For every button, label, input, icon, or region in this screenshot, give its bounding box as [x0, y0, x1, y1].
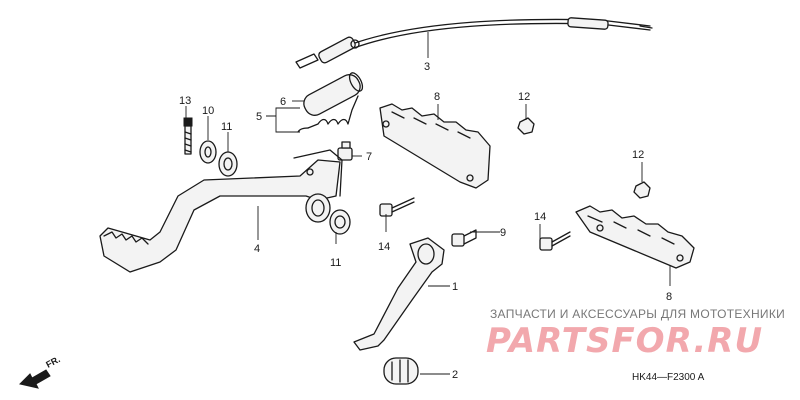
arrow-down-left-icon	[19, 369, 51, 389]
callout-8-upper: 8	[434, 91, 440, 103]
shift-pedal-part	[353, 237, 445, 351]
callout-labels: 3 6 5 7 8 12 12 13 10 11 4 11 14 9 14 1 …	[179, 61, 672, 381]
nut-12-upper-part	[517, 117, 535, 135]
brake-pedal-part	[99, 149, 343, 273]
callout-11-upper: 11	[221, 121, 232, 133]
brake-cable-part	[295, 17, 653, 69]
callout-3: 3	[424, 61, 430, 73]
seal-11-lower-part	[329, 209, 351, 235]
callout-6: 6	[280, 96, 286, 108]
watermark: ЗАПЧАСТИ И АКСЕССУАРЫ ДЛЯ МОТОТЕХНИКИ PA…	[486, 307, 785, 361]
washer-10-part	[199, 140, 217, 164]
pivot-bolt-9-part	[451, 229, 477, 247]
callout-10: 10	[202, 105, 214, 117]
bolt-14-lower-part	[539, 231, 571, 251]
seal-11-upper-part	[218, 151, 238, 177]
callout-1: 1	[452, 281, 458, 293]
callout-2: 2	[452, 369, 458, 381]
fitting-7-part	[337, 141, 353, 161]
watermark-logo: PARTSFOR.RU	[486, 321, 763, 361]
callout-12-lower: 12	[632, 149, 644, 161]
footpeg-lower-part	[575, 205, 695, 269]
callout-13: 13	[179, 95, 191, 107]
direction-label: FR.	[44, 354, 61, 370]
callout-14-lower: 14	[534, 211, 546, 223]
callout-5: 5	[256, 111, 262, 123]
callout-8-lower: 8	[666, 291, 672, 303]
front-direction-indicator: FR.	[19, 354, 62, 389]
bolt-14-upper-part	[379, 197, 415, 217]
shift-rubber-part	[383, 357, 419, 385]
callout-9: 9	[500, 227, 506, 239]
nut-12-lower-part	[633, 181, 651, 199]
footpeg-upper-part	[379, 103, 491, 189]
bolt-13-part	[183, 117, 193, 155]
watermark-tagline: ЗАПЧАСТИ И АКСЕССУАРЫ ДЛЯ МОТОТЕХНИКИ	[490, 307, 785, 321]
callout-12-upper: 12	[518, 91, 530, 103]
callout-4: 4	[254, 243, 260, 255]
diagram-code: HK44—F2300 A	[632, 372, 705, 383]
callout-7: 7	[366, 151, 372, 163]
leader-lines	[185, 32, 671, 375]
spring-sleeve-part	[297, 72, 364, 133]
callout-11-lower: 11	[330, 257, 341, 269]
callout-14-upper: 14	[378, 241, 390, 253]
